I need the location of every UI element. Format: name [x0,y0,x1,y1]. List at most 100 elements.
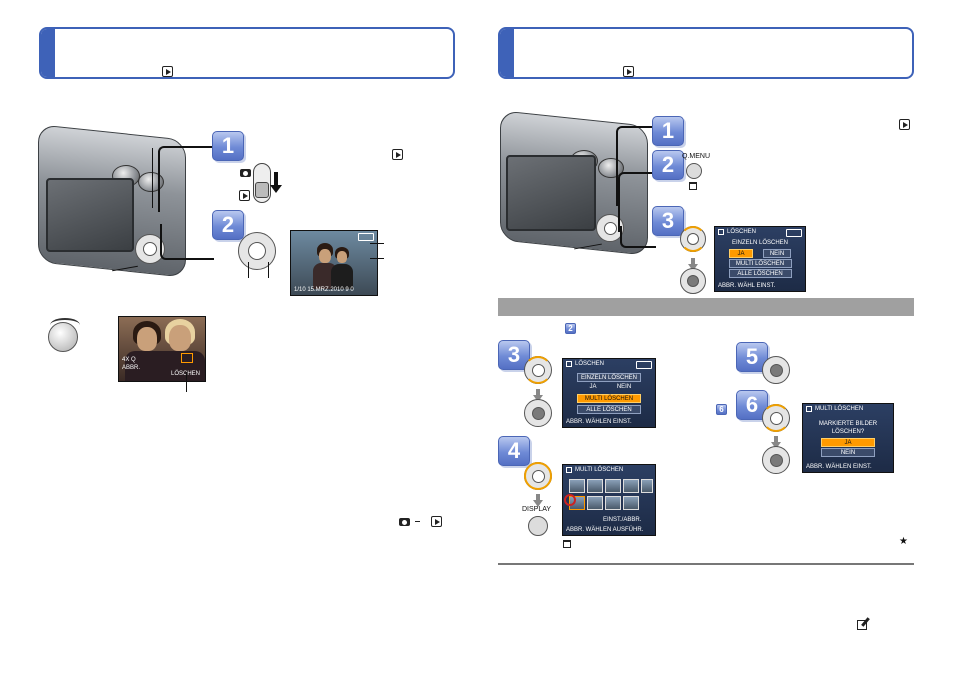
menu-single[interactable]: EINZELN LÖSCHEN [576,373,642,382]
qmenu-label: Q.MENU [682,153,710,160]
connector-step2 [160,224,214,260]
menu-set-button[interactable] [680,268,706,294]
zoom-lever [138,172,164,192]
connector-step3 [620,226,656,248]
cursor-buttons[interactable] [238,232,276,270]
step-badge-1: 1 [212,131,244,161]
thumbnail[interactable] [623,496,639,510]
cursor-up-down-buttons[interactable] [524,356,552,384]
camera-icon [240,169,251,177]
step-badge-4: 4 [498,436,530,466]
trash-icon [718,229,724,235]
thumbnail[interactable] [569,479,585,493]
menu-no: NEIN [616,384,632,390]
arrow-down-icon [533,389,543,402]
thumbnail[interactable] [623,479,639,493]
multi-footer: ABBR. WÄHLEN AUSFÜHR. [566,527,644,533]
delete-menu-screen-multi: LÖSCHEN EINZELN LÖSCHEN JA NEIN MULTI LÖ… [562,358,656,428]
confirm-title: MULTI LÖSCHEN [815,406,864,412]
thumbnail[interactable] [587,496,603,510]
menu-set-button[interactable] [762,446,790,474]
cursor-up-down-buttons[interactable] [762,404,790,432]
playback-icon [239,190,250,201]
cursor-buttons[interactable] [524,462,552,490]
multi-title: MULTI LÖSCHEN [575,467,624,473]
zoom-info: 4X Q [122,357,136,363]
camera-lcd [46,178,134,252]
menu-set-button[interactable] [524,399,552,427]
thumbnail[interactable] [605,479,621,493]
zoom-playback-screen: 4X Q ABBR. LÖSCHEN [118,316,206,382]
step-ref-2: 2 [565,323,576,334]
star-symbol: ★ [899,536,908,547]
menu-yes: JA [589,384,597,390]
trash-icon [806,406,812,412]
callout-line [186,372,187,392]
playback-icon [392,149,403,160]
playback-info: 1/10 15.MRZ.2010 9 0 [294,287,354,293]
connector-step1 [158,146,214,212]
callout-line [268,262,269,278]
left-header-accent [41,29,55,77]
qmenu-button[interactable] [686,163,702,179]
menu-all[interactable]: ALLE LÖSCHEN [728,269,792,278]
mode-switch[interactable] [253,163,271,203]
trash-icon [563,540,571,548]
thumbnail[interactable] [605,496,621,510]
playback-icon [162,66,173,77]
connector-step1 [616,126,656,206]
confirm-footer: ABBR. WÄHLEN EINST. [806,464,872,470]
divider [498,563,914,565]
right-header-accent [500,29,514,77]
display-button[interactable] [528,516,548,536]
callout-line [152,148,153,208]
step-badge-5: 5 [736,342,768,372]
menu-question: EINZELN LÖSCHEN [731,240,788,246]
trash-icon [689,182,697,190]
playback-icon [431,516,442,527]
section-bar [498,298,914,316]
menu-multi[interactable]: MULTI LÖSCHEN [576,394,642,403]
edit-icon [857,620,867,630]
display-label: DISPLAY [522,506,552,513]
zoom-lever-icon[interactable] [48,318,82,352]
camera-icon [399,518,410,526]
thumbnail[interactable] [587,479,603,493]
left-header [39,27,455,79]
step-ref-6: 6 [716,404,727,415]
arrow-down-icon [533,494,543,507]
confirm-yes[interactable]: JA [821,438,875,447]
thumbnail[interactable] [641,479,653,493]
trash-icon [566,467,572,473]
menu-title: LÖSCHEN [575,361,605,367]
menu-no[interactable]: NEIN [763,249,791,258]
step-badge-3: 3 [652,206,684,236]
set-cancel-label: EINST./ABBR. [603,517,642,523]
delete-menu-screen: LÖSCHEN EINZELN LÖSCHEN JA NEIN MULTI LÖ… [714,226,806,292]
menu-multi[interactable]: MULTI LÖSCHEN [728,259,792,268]
multi-delete-screen: MULTI LÖSCHEN EINST./ABBR. ABBR. WÄHLEN … [562,464,656,536]
trash-icon [566,361,572,367]
menu-yes[interactable]: JA [729,249,753,258]
delete-label: LÖSCHEN [171,371,200,377]
menu-set-button[interactable] [762,356,790,384]
callout-line [370,243,384,244]
playback-screen: 1/10 15.MRZ.2010 9 0 [290,230,378,296]
cursor-up-down-buttons[interactable] [680,226,706,252]
playback-icon [899,119,910,130]
confirm-question-1: MARKIERTE BILDER [818,421,878,427]
menu-title: LÖSCHEN [727,229,757,235]
camera-lcd [506,155,596,231]
step-badge-2: 2 [212,210,244,240]
menu-all[interactable]: ALLE LÖSCHEN [576,405,642,414]
menu-footer: ABBR. WÄHLEN EINST. [566,419,632,425]
arrow-down-icon [274,172,278,186]
confirm-no[interactable]: NEIN [821,448,875,457]
playback-icon [623,66,634,77]
menu-footer: ABBR. WÄHL EINST. [718,283,776,289]
step-badge-2: 2 [652,150,684,180]
confirm-question-2: LÖSCHEN? [831,429,865,435]
connector-step2 [618,172,656,232]
cancel-label: ABBR. [122,365,141,371]
delete-mark-icon [564,494,576,506]
